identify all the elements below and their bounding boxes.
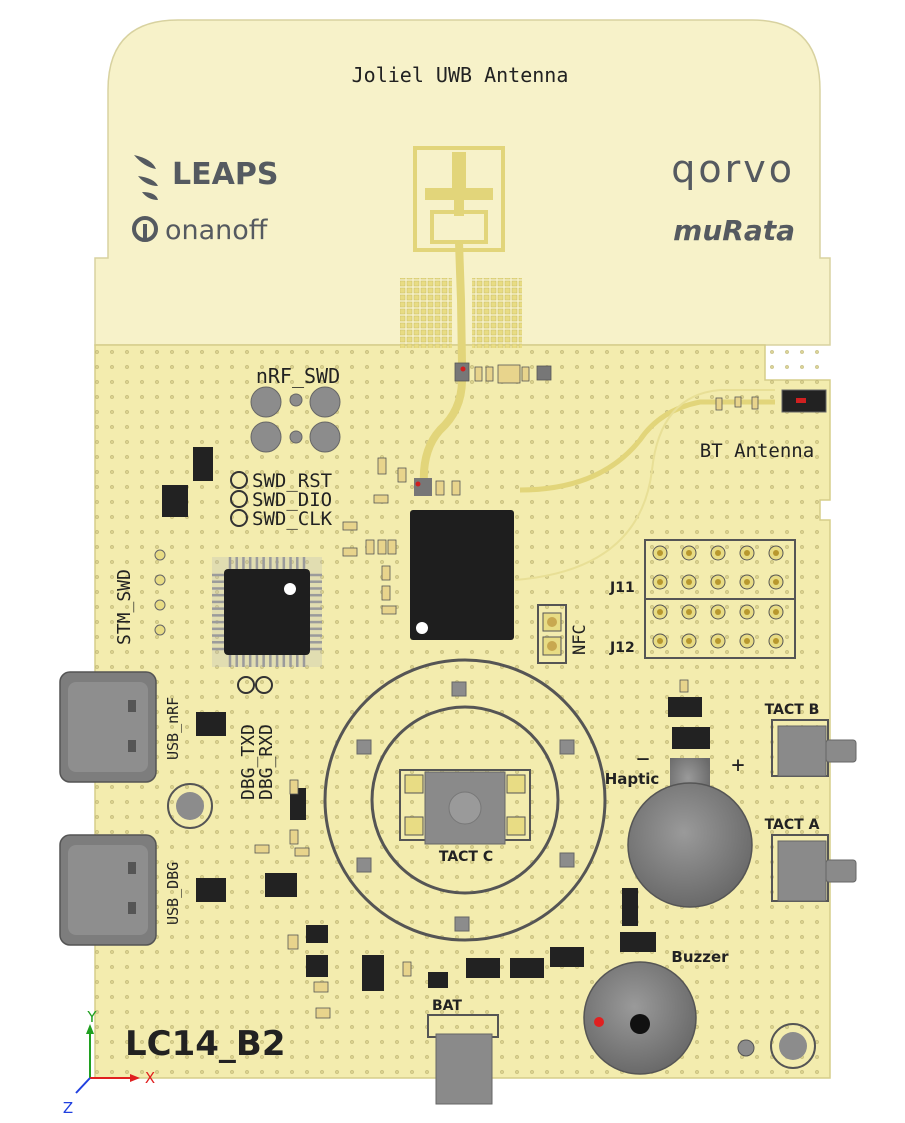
- uwb-ground-pad-left: [400, 278, 452, 348]
- small-ics-left: [162, 447, 710, 991]
- axis-z-label: Z: [63, 1099, 73, 1117]
- battery-connector: [427, 1014, 499, 1105]
- uwb-chip: [410, 510, 514, 640]
- header-pin-hole: [715, 579, 721, 585]
- header-pin-hole: [715, 638, 721, 644]
- bt-antenna-trace: [514, 389, 775, 581]
- tact-c-ring: [323, 658, 607, 942]
- board-name: LC14_B2: [125, 1024, 286, 1064]
- murata-logo: muRata: [673, 214, 795, 247]
- haptic-label: Haptic: [605, 770, 660, 788]
- header-pin-hole: [657, 550, 663, 556]
- j11-label: J11: [609, 580, 635, 596]
- header-pin-hole: [686, 638, 692, 644]
- stm32-mcu: [212, 557, 322, 667]
- header-pin-hole: [715, 609, 721, 615]
- feed-passives: [454, 362, 759, 411]
- via-field: [95, 345, 830, 1078]
- header-pin-hole: [744, 609, 750, 615]
- dbg-rxd-label: DBG_RXD: [256, 724, 277, 800]
- qorvo-logo: qorvo: [671, 147, 795, 191]
- nrf-swd-label: nRF_SWD: [256, 364, 340, 388]
- tact-a-switch: [771, 834, 857, 902]
- header-pin-hole: [657, 579, 663, 585]
- uwb-antenna-trace: [413, 146, 505, 486]
- header-pin-hole: [744, 550, 750, 556]
- swd-testpoints: [230, 471, 248, 527]
- chip-feed-part: [414, 478, 432, 496]
- header-pin-hole: [715, 550, 721, 556]
- header-pin-hole: [657, 638, 663, 644]
- usb-dbg-label: USB_DBG: [164, 862, 182, 925]
- tact-b-switch: [771, 719, 857, 777]
- header-pin-hole: [773, 550, 779, 556]
- stm-swd-pads: [154, 549, 166, 636]
- tact-b-label: TACT B: [765, 702, 820, 718]
- nrf-swd-pads: [250, 386, 341, 453]
- bat-label: BAT: [432, 998, 462, 1014]
- buzzer-label: Buzzer: [671, 948, 729, 966]
- nfc-label: NFC: [570, 624, 590, 655]
- onanoff-logo: onanoff: [132, 215, 269, 246]
- haptic-motor: [627, 758, 753, 908]
- dbg-txd-label: DBG_TXD: [238, 724, 259, 800]
- axis-triad: [75, 1024, 140, 1094]
- j12-label: J12: [609, 640, 635, 656]
- swd-dio-label: SWD_DIO: [252, 489, 332, 511]
- mounting-hole-left: [167, 783, 213, 829]
- usb-nrf-connector: [59, 671, 157, 783]
- swd-rst-label: SWD_RST: [252, 470, 332, 492]
- axis-x-label: X: [145, 1069, 155, 1087]
- leaps-logo: LEAPS: [134, 155, 278, 200]
- usb-nrf-label: USB_nRF: [164, 697, 182, 760]
- axis-y-label: Y: [86, 1008, 97, 1026]
- header-pin-hole: [686, 550, 692, 556]
- header-pin-hole: [773, 609, 779, 615]
- dbg-testpoints: [237, 676, 273, 694]
- mounting-hole-right: [737, 1023, 816, 1069]
- header-pin-hole: [744, 638, 750, 644]
- j11-j12-headers: [644, 539, 796, 659]
- tact-a-label: TACT A: [765, 817, 820, 833]
- header-pin-hole: [686, 579, 692, 585]
- onanoff-logo-text: onanoff: [165, 215, 269, 246]
- uwb-ground-pad-right: [472, 278, 522, 348]
- nfc-connector: [537, 604, 567, 664]
- bt-antenna-label: BT Antenna: [700, 440, 814, 462]
- passives-scatter: [254, 457, 689, 1019]
- stm-swd-label: STM_SWD: [114, 569, 135, 645]
- leaps-logo-text: LEAPS: [172, 157, 278, 192]
- swd-clk-label: SWD_CLK: [252, 508, 333, 530]
- header-pin-hole: [686, 609, 692, 615]
- header-pin-hole: [744, 579, 750, 585]
- haptic-minus-label: −: [636, 747, 649, 772]
- usb-dbg-connector: [59, 834, 157, 946]
- tact-c-label: TACT C: [439, 849, 493, 865]
- haptic-plus-label: +: [731, 753, 744, 778]
- header-pin-hole: [657, 609, 663, 615]
- header-pin-hole: [773, 579, 779, 585]
- header-pin-hole: [773, 638, 779, 644]
- antenna-title: Joliel UWB Antenna: [352, 63, 569, 87]
- buzzer: [583, 961, 697, 1075]
